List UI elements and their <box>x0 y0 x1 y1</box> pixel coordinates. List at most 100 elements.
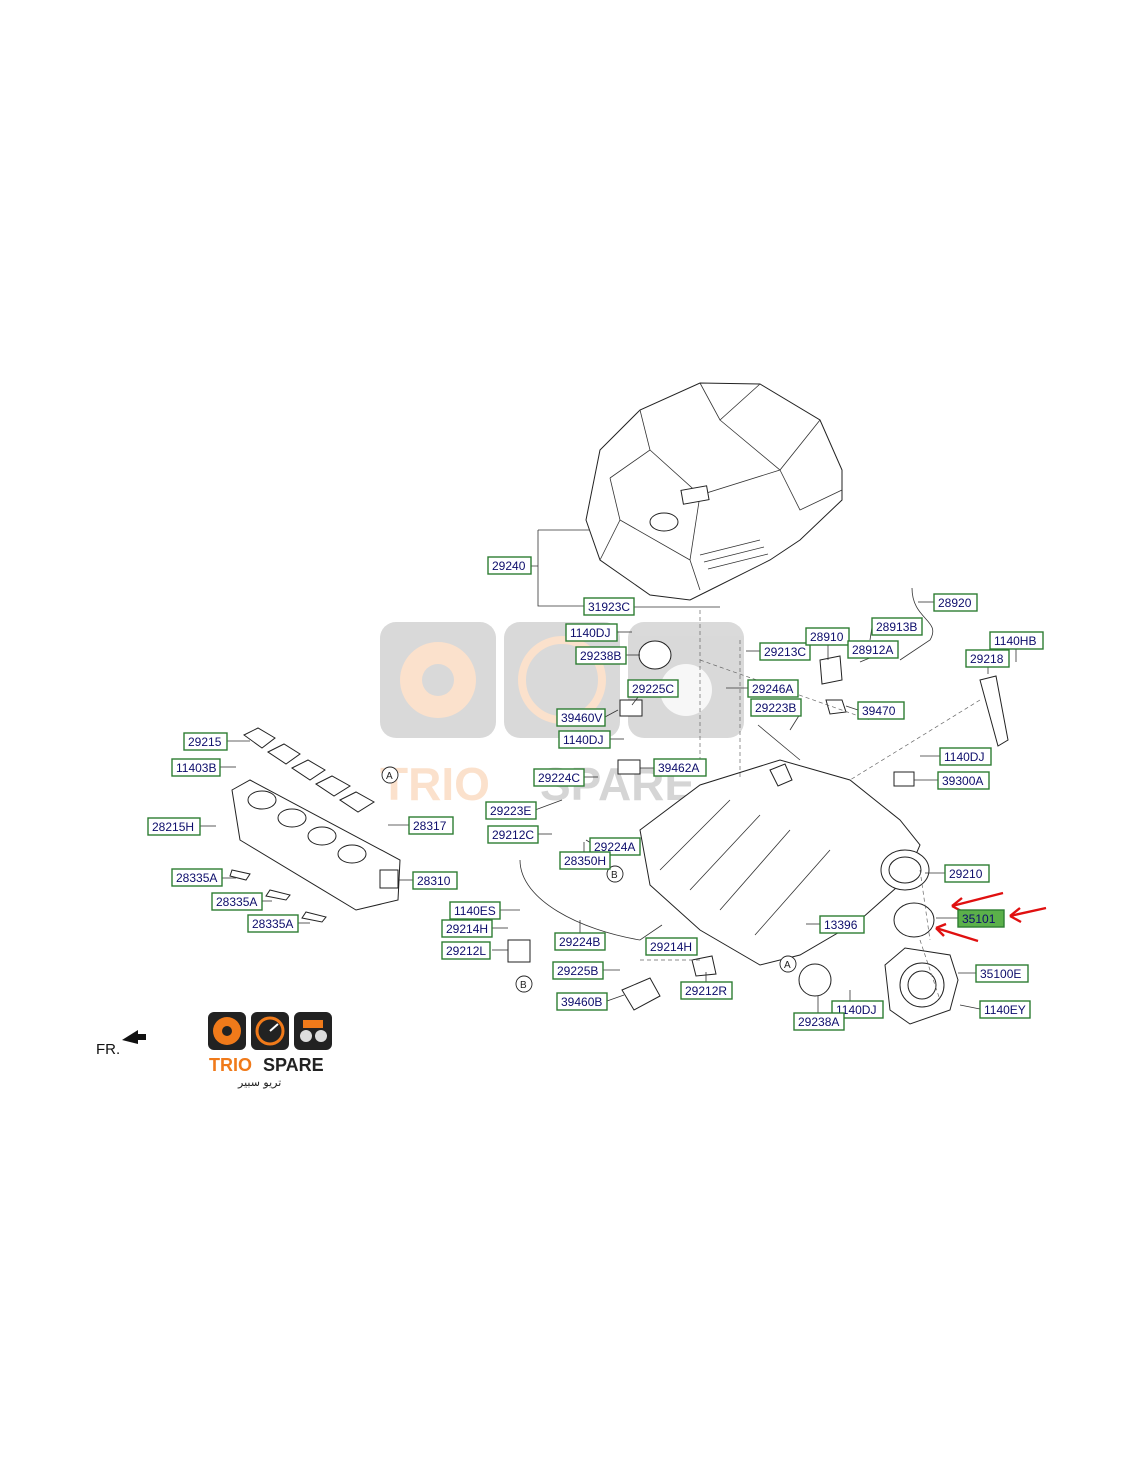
logo-tile-engine <box>294 1012 332 1050</box>
svg-text:28920: 28920 <box>938 596 972 610</box>
callout-28335a-c[interactable]: 28335A <box>247 914 299 933</box>
front-arrow-icon <box>122 1030 146 1044</box>
view-markers: A A B B <box>381 766 797 993</box>
callout-39460b[interactable]: 39460B <box>556 992 608 1011</box>
callout-1140dj-a[interactable]: 1140DJ <box>565 623 618 642</box>
svg-text:1140DJ: 1140DJ <box>570 626 610 640</box>
callout-28912a[interactable]: 28912A <box>847 640 899 659</box>
arrow-right <box>1009 906 1047 918</box>
svg-text:29246A: 29246A <box>752 682 793 696</box>
svg-text:28335A: 28335A <box>216 895 257 909</box>
callout-29246a[interactable]: 29246A <box>747 679 799 698</box>
front-label: FR. <box>96 1041 120 1058</box>
watermark-text-trio: TRIO <box>380 758 490 810</box>
callout-29210[interactable]: 29210 <box>944 864 990 883</box>
svg-text:1140DJ: 1140DJ <box>563 733 603 747</box>
callout-29213c[interactable]: 29213C <box>759 642 811 661</box>
svg-text:13396: 13396 <box>824 918 858 932</box>
callout-28317[interactable]: 28317 <box>408 816 454 835</box>
callout-29223e[interactable]: 29223E <box>485 801 537 820</box>
callout-29212r[interactable]: 29212R <box>680 981 733 1000</box>
callout-29225b[interactable]: 29225B <box>552 961 604 980</box>
view-marker-b-top: B <box>611 870 618 881</box>
callout-29215[interactable]: 29215 <box>183 732 228 751</box>
callout-29225c[interactable]: 29225C <box>627 679 679 698</box>
svg-text:29223E: 29223E <box>490 804 531 818</box>
callout-1140es[interactable]: 1140ES <box>449 901 501 920</box>
callout-28310[interactable]: 28310 <box>412 871 458 890</box>
svg-text:29214H: 29214H <box>446 922 488 936</box>
callout-39300a[interactable]: 39300A <box>937 771 990 790</box>
intake-gasket-drawing <box>243 727 375 813</box>
callout-28335a-b[interactable]: 28335A <box>211 892 263 911</box>
callout-1140ey[interactable]: 1140EY <box>979 1000 1031 1019</box>
view-marker-a-bottom: A <box>784 960 791 971</box>
brand-logo: TRIO SPARE تريو سبير <box>208 1012 332 1089</box>
callout-29214h-b[interactable]: 29214H <box>645 937 698 956</box>
o-ring-drawing <box>893 902 935 938</box>
callout-39470[interactable]: 39470 <box>857 701 905 720</box>
callout-39462a[interactable]: 39462A <box>653 758 707 777</box>
brand-name-trio: TRIO <box>209 1055 252 1075</box>
highlight-arrows <box>935 891 1047 943</box>
svg-text:28910: 28910 <box>810 630 844 644</box>
svg-text:28913B: 28913B <box>876 620 917 634</box>
callout-39460v[interactable]: 39460V <box>556 708 606 727</box>
svg-text:29225C: 29225C <box>632 682 674 696</box>
svg-text:29212R: 29212R <box>685 984 727 998</box>
callout-31923c[interactable]: 31923C <box>583 597 635 616</box>
callout-29224c[interactable]: 29224C <box>533 768 585 787</box>
callout-29218[interactable]: 29218 <box>965 649 1010 668</box>
callout-35101-highlighted[interactable]: 35101 <box>957 909 1005 928</box>
callouts: 29240 31923C 1140DJ 29238B 29225C 39460V… <box>147 556 1044 1031</box>
callout-1140dj-b[interactable]: 1140DJ <box>558 730 611 749</box>
leader-lines <box>200 529 1017 1015</box>
svg-text:28310: 28310 <box>417 874 451 888</box>
callout-35100e[interactable]: 35100E <box>975 964 1029 983</box>
callout-1140hb[interactable]: 1140HB <box>989 631 1044 650</box>
callout-1140dj-d[interactable]: 1140DJ <box>831 1000 884 1019</box>
callout-29214h-a[interactable]: 29214H <box>441 919 493 938</box>
callout-29238b[interactable]: 29238B <box>575 646 627 665</box>
svg-text:28350H: 28350H <box>564 854 606 868</box>
svg-text:29214H: 29214H <box>650 940 692 954</box>
svg-text:29225B: 29225B <box>557 964 598 978</box>
callout-29212c[interactable]: 29212C <box>487 825 539 844</box>
svg-text:29212L: 29212L <box>446 944 486 958</box>
callout-1140dj-c[interactable]: 1140DJ <box>939 747 992 766</box>
svg-text:29238B: 29238B <box>580 649 621 663</box>
svg-text:1140ES: 1140ES <box>454 904 496 918</box>
svg-text:39460V: 39460V <box>561 711 602 725</box>
callout-29240[interactable]: 29240 <box>487 556 532 575</box>
callout-29224a[interactable]: 29224A <box>589 837 641 856</box>
svg-text:35100E: 35100E <box>980 967 1021 981</box>
svg-text:29224A: 29224A <box>594 840 635 854</box>
svg-text:31923C: 31923C <box>588 600 630 614</box>
svg-text:39460B: 39460B <box>561 995 602 1009</box>
callout-28920[interactable]: 28920 <box>933 593 978 612</box>
callout-13396[interactable]: 13396 <box>819 915 865 934</box>
callout-29224b[interactable]: 29224B <box>554 932 606 951</box>
callout-28910[interactable]: 28910 <box>805 627 850 646</box>
reference-lines <box>640 610 981 1001</box>
callout-28350h[interactable]: 28350H <box>559 851 611 870</box>
svg-text:28335A: 28335A <box>176 871 217 885</box>
svg-text:1140DJ: 1140DJ <box>944 750 984 764</box>
small-parts-drawing <box>507 587 1009 1011</box>
callout-29238a[interactable]: 29238A <box>793 1012 845 1031</box>
callout-29223b[interactable]: 29223B <box>750 698 802 717</box>
svg-text:39300A: 39300A <box>942 774 983 788</box>
svg-text:29240: 29240 <box>492 559 526 573</box>
callout-11403b[interactable]: 11403B <box>171 758 221 777</box>
arrow-right-top <box>951 891 1004 908</box>
svg-text:35101: 35101 <box>962 912 996 926</box>
callout-29212l[interactable]: 29212L <box>441 941 491 960</box>
svg-text:29238A: 29238A <box>798 1015 839 1029</box>
callout-28335a-a[interactable]: 28335A <box>171 868 223 887</box>
callout-28215h[interactable]: 28215H <box>147 817 201 836</box>
arrow-lower <box>935 926 979 943</box>
svg-text:29215: 29215 <box>188 735 222 749</box>
callout-28913b[interactable]: 28913B <box>871 617 923 636</box>
brand-name-arabic: تريو سبير <box>237 1076 281 1089</box>
